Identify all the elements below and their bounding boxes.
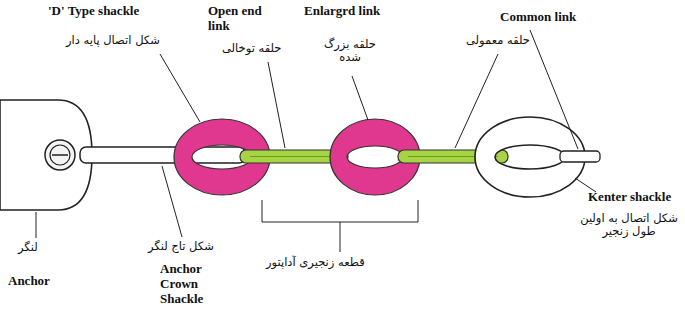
- part-label: 'D' Type shackle: [48, 4, 139, 19]
- persian-label: لنگر: [18, 241, 38, 254]
- part-label: Enlargrd link: [304, 4, 386, 19]
- link-slot: [250, 156, 338, 157]
- persian-label: حلقه توخالی: [222, 42, 281, 55]
- persian-label: شکل تاج لنگر: [148, 240, 214, 253]
- part-label: Anchor: [8, 274, 50, 289]
- anchor-pin-inner: [50, 145, 70, 165]
- persian-label: شکل اتصال به اولین طول زنجیر: [578, 212, 680, 238]
- pin-slot: [52, 154, 68, 156]
- part-label: Common link: [500, 10, 576, 25]
- part-label: Kenter shackle: [588, 190, 671, 205]
- chain-end: [560, 151, 600, 162]
- part-label: Open end link: [208, 4, 270, 34]
- persian-label: قطعه زنجیری آداپتور: [266, 256, 365, 269]
- anchor-shank: [0, 100, 92, 210]
- anchor-pin: [45, 140, 75, 170]
- leader-lines: [36, 30, 596, 252]
- crown-shackle: [80, 147, 245, 163]
- persian-label: حلقه معمولی: [466, 34, 530, 47]
- persian-label: حلقه بزرگ شده: [316, 38, 384, 64]
- persian-label: شکل اتصال پایه دار: [66, 34, 160, 47]
- part-label: Anchor Crown Shackle: [160, 262, 222, 307]
